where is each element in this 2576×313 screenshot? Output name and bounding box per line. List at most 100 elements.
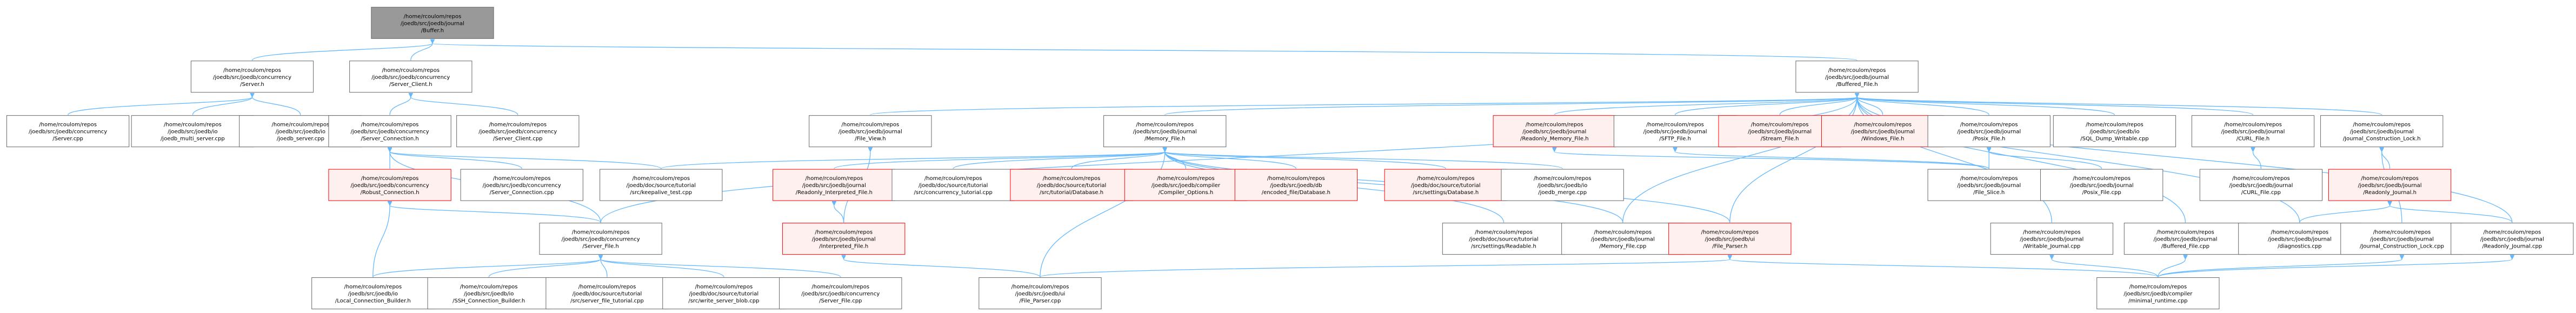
node-label-line: /home/rcoulom/repos [2073, 176, 2131, 182]
node-journal-construction-lock-cpp[interactable]: /home/rcoulom/repos/joedb/src/joedb/jour… [2340, 223, 2464, 255]
node-keepalive-test[interactable]: /home/rcoulom/repos/joedb/doc/source/tut… [600, 169, 723, 201]
node-sql-dump-writable[interactable]: /home/rcoulom/repos/joedb/src/joedb/io/S… [2053, 115, 2176, 148]
node-curl-file-cpp[interactable]: /home/rcoulom/repos/joedb/src/joedb/jour… [2199, 169, 2323, 201]
node-file-parser-h[interactable]: /home/rcoulom/repos/joedb/src/joedb/ui/F… [1668, 223, 1792, 255]
node-box [779, 277, 902, 310]
node-settings-database-h[interactable]: /home/rcoulom/repos/joedb/doc/source/tut… [1384, 169, 1507, 201]
node-label-line: /Server_Connection.cpp [490, 190, 554, 196]
edge-memory_file_h-to-readonly_interpreted_file_h [834, 152, 1165, 169]
node-label-line: /src/server_file_tutorial.cpp [570, 298, 644, 304]
node-server-connection-cpp[interactable]: /home/rcoulom/repos/joedb/src/joedb/conc… [460, 169, 583, 201]
node-label-line: /Local_Connection_Builder.h [335, 298, 411, 304]
node-interpreted-file-h[interactable]: /home/rcoulom/repos/joedb/src/joedb/jour… [782, 223, 906, 255]
node-server-file-h[interactable]: /home/rcoulom/repos/joedb/src/joedb/conc… [539, 223, 662, 255]
edge-buffered_file_h-to-sql_dump_writable [1857, 97, 2115, 116]
node-label-line: /joedb_merge.cpp [1538, 190, 1587, 196]
node-label-line: /joedb/doc/source/tutorial [689, 291, 759, 297]
node-minimal-runtime-cpp[interactable]: /home/rcoulom/repos/joedb/src/joedb/comp… [2096, 277, 2220, 310]
node-label-line: /joedb/src/joedb/concurrency [478, 129, 557, 135]
node-file-parser-cpp[interactable]: /home/rcoulom/repos/joedb/src/joedb/ui/F… [979, 277, 1102, 310]
node-posix-file-h[interactable]: /home/rcoulom/repos/joedb/src/joedb/jour… [1927, 115, 2051, 148]
node-tutorial-database-h[interactable]: /home/rcoulom/repos/joedb/doc/source/tut… [1010, 169, 1133, 201]
node-readonly-interpreted-file-h[interactable]: /home/rcoulom/repos/joedb/src/joedb/jour… [773, 169, 896, 201]
node-memory-file-h[interactable]: /home/rcoulom/repos/joedb/src/joedb/jour… [1103, 115, 1227, 148]
node-label-line: /home/rcoulom/repos [1526, 122, 1583, 128]
node-compiler-options-h[interactable]: /home/rcoulom/repos/joedb/src/joedb/comp… [1124, 169, 1248, 201]
edge-buffer_h-to-server_client_h [410, 43, 432, 61]
node-box [1103, 115, 1227, 148]
node-label-line: /joedb/src/joedb/journal [1522, 129, 1586, 135]
node-label-line: /home/rcoulom/repos [1960, 176, 2018, 182]
node-label-line: /Journal_Construction_Lock.h [2343, 136, 2421, 142]
node-writable-journal-cpp[interactable]: /home/rcoulom/repos/joedb/src/joedb/jour… [1990, 223, 2113, 255]
node-label-line: /home/rcoulom/repos [1960, 122, 2018, 128]
node-label-line: /home/rcoulom/repos [493, 176, 551, 182]
node-box [1927, 169, 2051, 201]
node-label-line: /src/write_server_blob.cpp [688, 298, 759, 304]
node-readonly-journal-cpp[interactable]: /home/rcoulom/repos/joedb/src/joedb/jour… [2451, 223, 2574, 255]
node-windows-file-h[interactable]: /home/rcoulom/repos/joedb/src/joedb/jour… [1821, 115, 1945, 148]
node-label-line: /joedb/src/joedb/io [2089, 129, 2139, 135]
node-label-line: /Readonly_Journal.cpp [2482, 244, 2542, 250]
node-encoded-file-database-h[interactable]: /home/rcoulom/repos/joedb/src/joedb/db/e… [1234, 169, 1358, 201]
node-joedb-multi-server[interactable]: /home/rcoulom/repos/joedb/src/joedb/io/j… [131, 115, 254, 148]
node-memory-file-cpp[interactable]: /home/rcoulom/repos/joedb/src/joedb/jour… [1561, 223, 1685, 255]
edge-server_connection_h-to-server_connection_cpp [390, 152, 522, 169]
node-curl-file-h[interactable]: /home/rcoulom/repos/joedb/src/joedb/jour… [2191, 115, 2315, 148]
node-label-line: /Buffered_File.cpp [2161, 244, 2209, 250]
node-label-line: /joedb/src/joedb/journal [2020, 237, 2084, 243]
node-server-file-tutorial[interactable]: /home/rcoulom/repos/joedb/doc/source/tut… [545, 277, 669, 310]
node-server-file-cpp[interactable]: /home/rcoulom/repos/joedb/src/joedb/conc… [779, 277, 902, 310]
node-file-slice-h[interactable]: /home/rcoulom/repos/joedb/src/joedb/jour… [1927, 169, 2051, 201]
edge-buffered_file_h-to-posix_file_h [1857, 97, 1989, 115]
node-box [662, 277, 786, 310]
node-label-line: /Readonly_Memory_File.h [1520, 136, 1589, 142]
node-label-line: /home/rcoulom/repos [1043, 176, 1101, 182]
node-journal-construction-lock-h[interactable]: /home/rcoulom/repos/joedb/src/joedb/jour… [2320, 115, 2444, 148]
node-label-line: /joedb/src/joedb/journal [2070, 183, 2134, 189]
node-ssh-connection-builder[interactable]: /home/rcoulom/repos/joedb/src/joedb/io/S… [427, 277, 550, 310]
node-buffered-file-cpp[interactable]: /home/rcoulom/repos/joedb/src/joedb/jour… [2124, 223, 2247, 255]
node-file-view-h[interactable]: /home/rcoulom/repos/joedb/src/joedb/jour… [809, 115, 932, 148]
node-label-line: /Robust_Connection.h [361, 190, 420, 196]
node-buffered-file-h[interactable]: /home/rcoulom/repos/joedb/src/joedb/jour… [1795, 61, 1919, 93]
node-label-line: /joedb/src/joedb/journal [838, 129, 902, 135]
node-write-server-blob[interactable]: /home/rcoulom/repos/joedb/doc/source/tut… [662, 277, 786, 310]
node-label-line: /Server.cpp [52, 136, 83, 142]
node-label-line: /joedb/src/joedb/journal [2358, 183, 2422, 189]
node-stream-file-h[interactable]: /home/rcoulom/repos/joedb/src/joedb/jour… [1718, 115, 1841, 148]
node-concurrency-tutorial[interactable]: /home/rcoulom/repos/joedb/doc/source/tut… [891, 169, 1015, 201]
node-robust-connection-h[interactable]: /home/rcoulom/repos/joedb/src/joedb/conc… [328, 169, 451, 201]
node-box [809, 115, 932, 148]
node-settings-readable-h[interactable]: /home/rcoulom/repos/joedb/doc/source/tut… [1442, 223, 1566, 255]
node-label-line: /Server_File.cpp [819, 298, 862, 304]
node-server-connection-h[interactable]: /home/rcoulom/repos/joedb/src/joedb/conc… [328, 115, 451, 148]
node-box [1613, 115, 1737, 148]
node-label-line: /joedb/src/joedb/journal [1643, 129, 1707, 135]
node-label-line: /joedb/src/joedb/journal [2370, 237, 2434, 243]
edge-buffered_file_h-to-stream_file_h [1779, 97, 1857, 115]
node-buffer-h[interactable]: /home/rcoulom/repos/joedb/src/joedb/jour… [371, 6, 494, 39]
node-label-line: /home/rcoulom/repos [39, 122, 97, 128]
node-server-client-cpp[interactable]: /home/rcoulom/repos/joedb/src/joedb/conc… [456, 115, 580, 148]
node-label-line: /home/rcoulom/repos [361, 122, 419, 128]
node-joedb-merge[interactable]: /home/rcoulom/repos/joedb/src/joedb/io/j… [1501, 169, 1624, 201]
node-server-h[interactable]: /home/rcoulom/repos/joedb/src/joedb/conc… [190, 61, 314, 93]
node-local-connection-builder[interactable]: /home/rcoulom/repos/joedb/src/joedb/io/L… [311, 277, 435, 310]
node-label-line: /joedb_multi_server.cpp [161, 136, 225, 142]
node-label-line: /home/rcoulom/repos [815, 230, 873, 236]
node-box [1124, 169, 1248, 201]
node-label-line: /home/rcoulom/repos [382, 68, 440, 74]
node-label-line: /joedb/src/joedb/concurrency [351, 129, 429, 135]
node-label-line: /home/rcoulom/repos [1594, 230, 1652, 236]
node-box [2040, 169, 2164, 201]
node-sftp-file-h[interactable]: /home/rcoulom/repos/joedb/src/joedb/jour… [1613, 115, 1737, 148]
node-label-line: /home/rcoulom/repos [1011, 284, 1069, 290]
node-server-cpp[interactable]: /home/rcoulom/repos/joedb/src/joedb/conc… [6, 115, 130, 148]
node-label-line: /joedb/src/joedb/io [1537, 183, 1587, 189]
node-posix-file-cpp[interactable]: /home/rcoulom/repos/joedb/src/joedb/jour… [2040, 169, 2164, 201]
node-server-client-h[interactable]: /home/rcoulom/repos/joedb/src/joedb/conc… [349, 61, 472, 93]
node-box [1234, 169, 1358, 201]
node-readonly-memory-file-h[interactable]: /home/rcoulom/repos/joedb/src/joedb/jour… [1493, 115, 1616, 148]
node-readonly-journal-h[interactable]: /home/rcoulom/repos/joedb/src/joedb/jour… [2328, 169, 2452, 201]
